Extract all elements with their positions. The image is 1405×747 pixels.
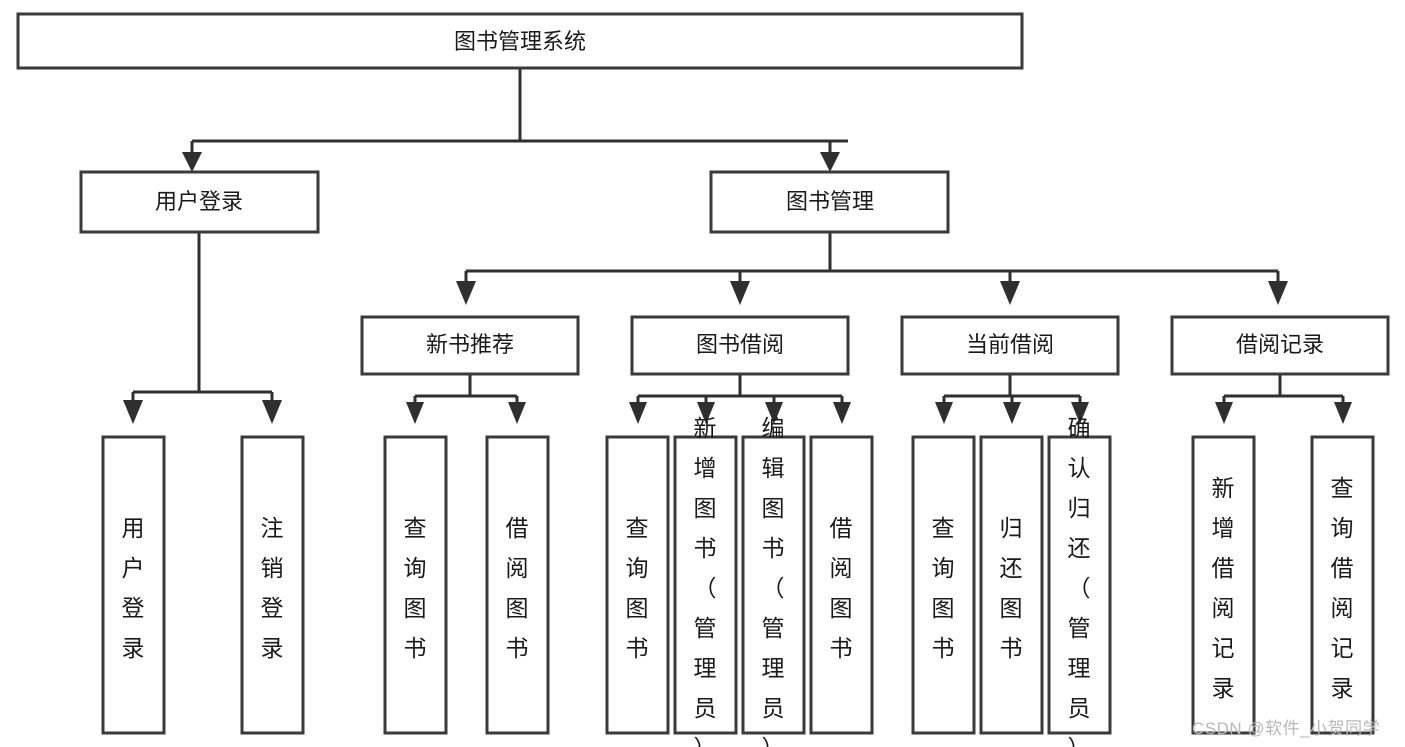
leaf-label-query-book-1: 查询图书: [404, 515, 427, 661]
connector-userlogin-to-leaves: [123, 232, 282, 424]
connector-newbook-to-leaves: [406, 374, 526, 424]
leaf-box-query-record[interactable]: [1310, 435, 1375, 735]
leaf-box-logout-login[interactable]: [240, 435, 305, 735]
leaf-box-edit-book[interactable]: [741, 435, 806, 735]
leaf-label-query-book-3: 查询图书: [932, 515, 955, 661]
node-book-borrow[interactable]: 图书借阅: [630, 315, 850, 376]
node-book-management-label: 图书管理: [786, 189, 874, 214]
node-borrow-record-label: 借阅记录: [1236, 332, 1324, 357]
node-root-label: 图书管理系统: [454, 29, 586, 54]
node-book-borrow-label: 图书借阅: [696, 332, 784, 357]
node-user-login-label: 用户登录: [155, 189, 243, 214]
leaf-label-confirm-return: 确认归还（管理员）: [1068, 415, 1091, 747]
node-current-borrow-label: 当前借阅: [966, 332, 1054, 357]
node-book-management[interactable]: 图书管理: [709, 170, 950, 234]
leaf-label-borrow-book-1: 借阅图书: [506, 515, 529, 661]
connector-currentborrow-to-leaves: [935, 374, 1089, 424]
leaf-label-borrow-book-2: 借阅图书: [830, 515, 853, 661]
leaf-box-borrow-book-2[interactable]: [809, 435, 874, 735]
leaf-label-query-record: 查询借阅记录: [1331, 475, 1354, 701]
csdn-watermark: CSDN @软件_小贺同学: [1192, 719, 1381, 738]
node-current-borrow[interactable]: 当前借阅: [900, 315, 1120, 376]
connector-bookborrow-to-leaves: [629, 374, 851, 424]
node-new-book-recommend[interactable]: 新书推荐: [360, 315, 580, 376]
leaf-box-user-login[interactable]: [101, 435, 166, 735]
connector-borrowrecord-to-leaves: [1215, 374, 1352, 424]
leaf-box-add-record[interactable]: [1191, 435, 1256, 735]
leaf-label-add-record: 新增借阅记录: [1212, 475, 1235, 701]
node-new-book-recommend-label: 新书推荐: [426, 332, 514, 357]
node-borrow-record[interactable]: 借阅记录: [1170, 315, 1390, 376]
leaf-label-user-login: 用户登录: [122, 515, 145, 661]
connector-root-to-level2: [182, 68, 848, 172]
leaf-label-add-book: 新增图书（管理员）: [694, 415, 717, 747]
leaf-box-add-book[interactable]: [673, 435, 738, 735]
node-user-login[interactable]: 用户登录: [79, 170, 320, 234]
connector-bookmgmt-to-level3: [456, 232, 1288, 305]
leaf-boxes: [101, 435, 1375, 735]
leaf-label-query-book-2: 查询图书: [626, 515, 649, 661]
leaf-box-confirm-return[interactable]: [1047, 435, 1112, 735]
leaf-box-return-book[interactable]: [979, 435, 1044, 735]
leaf-label-return-book: 归还图书: [1000, 515, 1023, 661]
leaf-box-borrow-book-1[interactable]: [485, 435, 550, 735]
leaf-label-logout-login: 注销登录: [261, 515, 284, 661]
leaf-box-query-book-1[interactable]: [383, 435, 448, 735]
leaf-label-edit-book: 编辑图书（管理员）: [762, 415, 785, 747]
leaf-box-query-book-2[interactable]: [605, 435, 670, 735]
node-root[interactable]: 图书管理系统: [16, 12, 1024, 70]
leaf-box-query-book-3[interactable]: [911, 435, 976, 735]
leaf-labels: 用户登录 注销登录 查询图书 借阅图书 查询图书 新增图书（管理员） 编辑图书（…: [122, 415, 1354, 747]
